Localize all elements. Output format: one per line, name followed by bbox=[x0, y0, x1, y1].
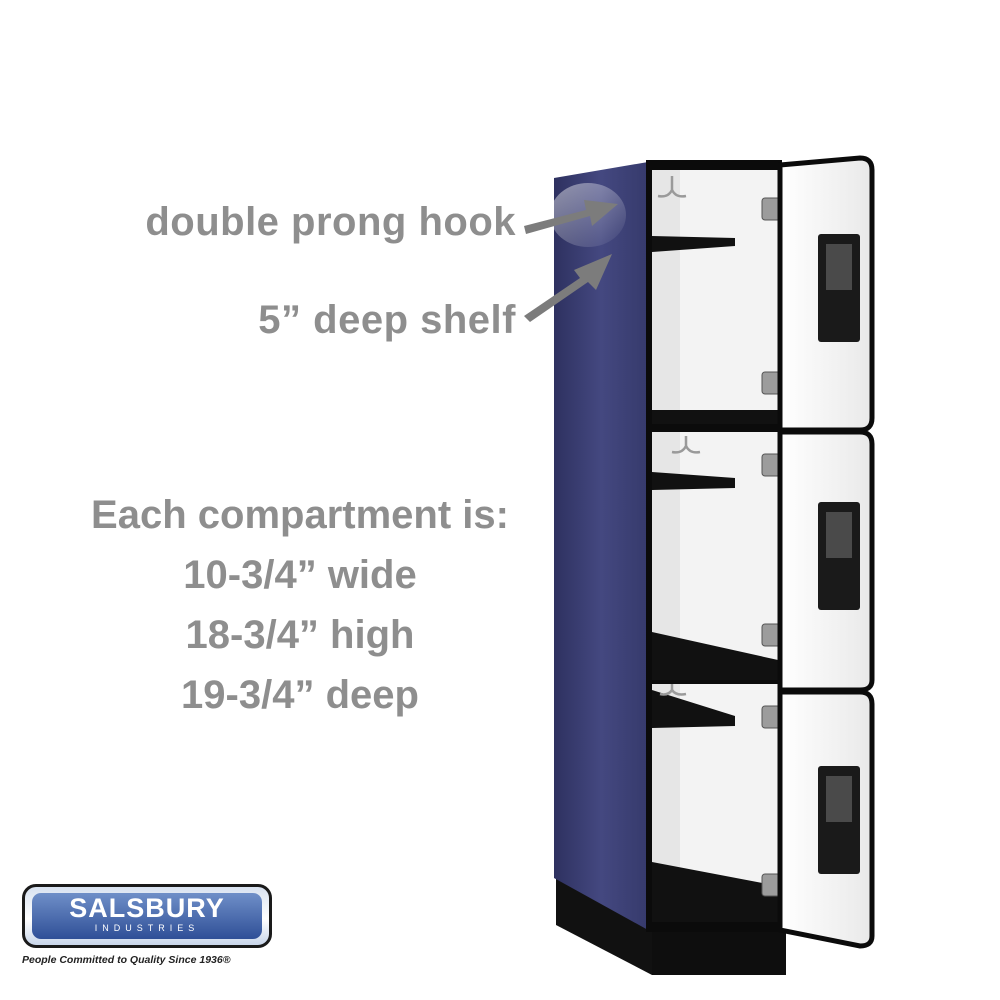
spec-width: 10-3/4” wide bbox=[183, 553, 417, 597]
logo-badge-inner: SALSBURY INDUSTRIES bbox=[32, 893, 262, 939]
logo-name: SALSBURY bbox=[69, 893, 225, 923]
logo-subtitle: INDUSTRIES bbox=[94, 923, 200, 933]
lock-icon bbox=[818, 234, 860, 874]
logo-tagline: People Committed to Quality Since 1936® bbox=[22, 954, 231, 966]
compartment-bottom bbox=[652, 684, 778, 922]
hook-callout-label: double prong hook bbox=[145, 200, 516, 244]
brand-logo: SALSBURY INDUSTRIES People Committed to … bbox=[22, 884, 272, 966]
arrow-icon bbox=[524, 200, 618, 322]
hook-icon bbox=[657, 176, 701, 696]
compartment-specs: Each compartment is: 10-3/4” wide 18-3/4… bbox=[40, 485, 560, 725]
shelf-callout-label: 5” deep shelf bbox=[258, 298, 516, 342]
locker-base bbox=[556, 876, 786, 975]
spec-depth: 19-3/4” deep bbox=[181, 673, 419, 717]
specs-heading: Each compartment is: bbox=[91, 493, 509, 537]
compartment-top bbox=[652, 170, 778, 424]
compartment-middle bbox=[652, 432, 778, 680]
spec-height: 18-3/4” high bbox=[185, 613, 415, 657]
logo-badge: SALSBURY INDUSTRIES bbox=[22, 884, 272, 948]
